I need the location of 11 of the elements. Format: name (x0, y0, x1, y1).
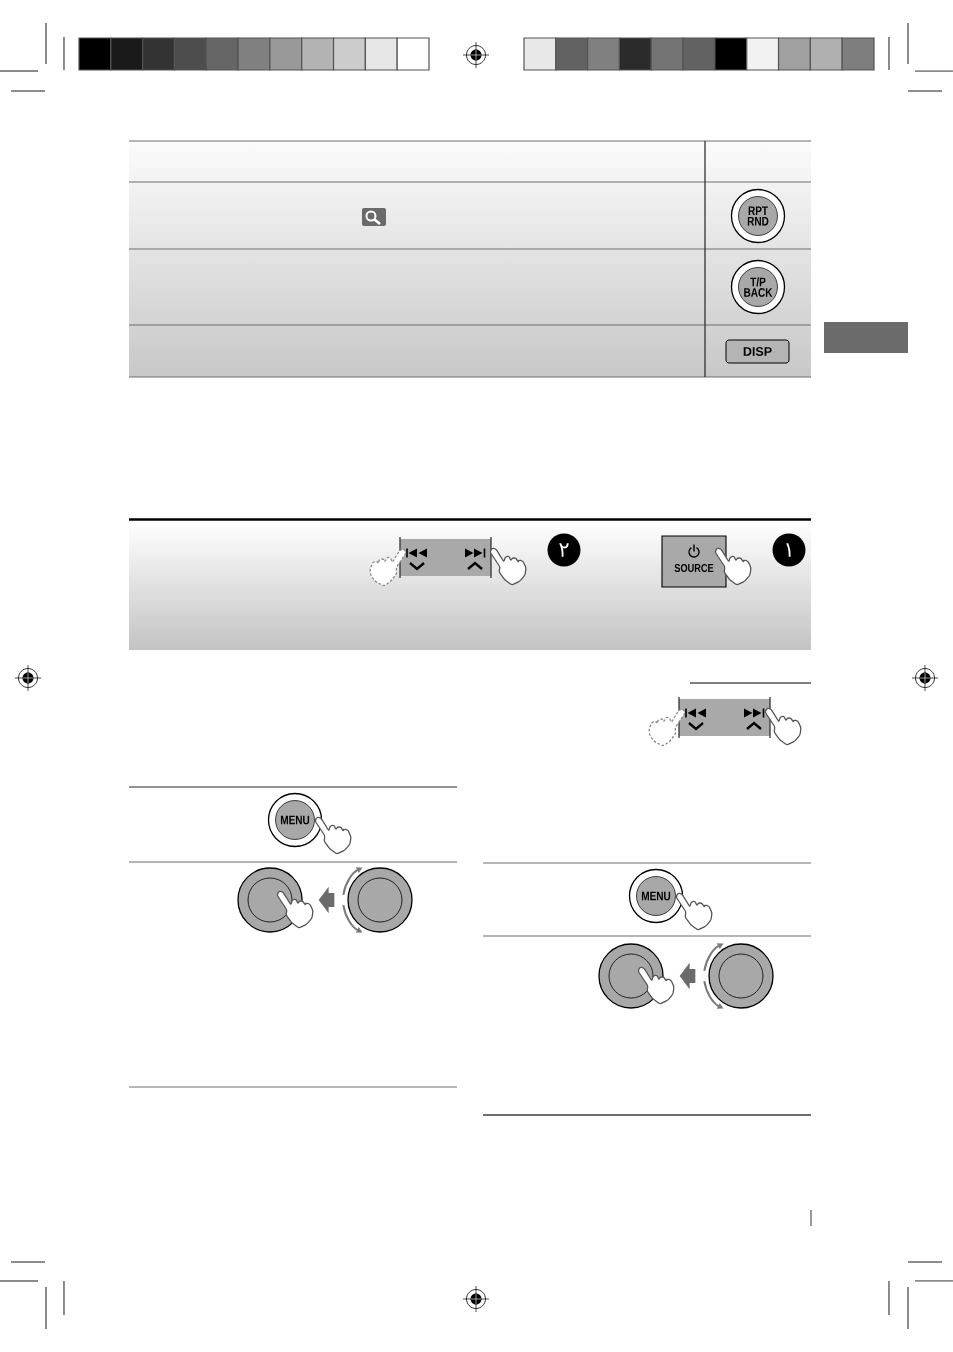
round-button: T/P BACK (730, 259, 786, 315)
step-number: ٢ (547, 533, 581, 567)
source-button: SOURCE (661, 535, 727, 588)
round-button: MENU (628, 868, 684, 924)
section-tab (824, 322, 908, 353)
round-button: RPT RND (730, 188, 786, 244)
control-knob (708, 943, 774, 1009)
button: DISP (725, 339, 790, 364)
step-number: ١ (772, 533, 806, 567)
control-knob (347, 867, 413, 933)
round-button: MENU (267, 792, 323, 848)
